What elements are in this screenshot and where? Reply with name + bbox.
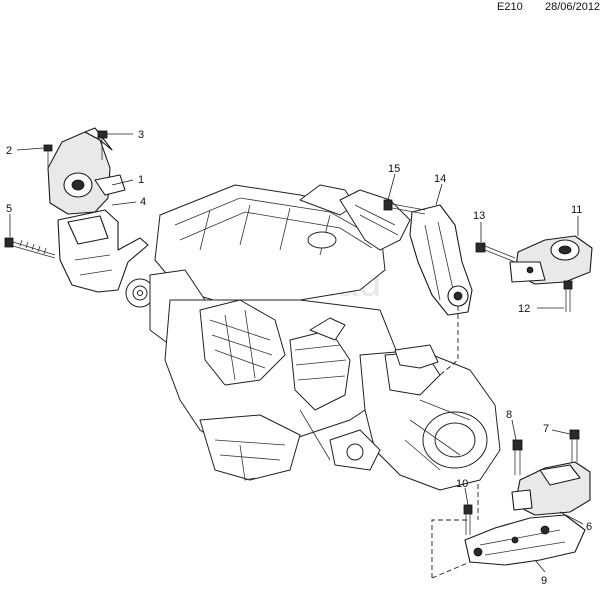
callout-label: 10 <box>456 478 468 490</box>
right-torque-rod-mount <box>383 199 593 316</box>
callout-label: 7 <box>543 423 549 435</box>
engine-assembly <box>125 184 501 491</box>
bolt-8 <box>512 439 523 475</box>
callout-5: 5 <box>6 203 12 237</box>
callout-14: 14 <box>434 173 446 206</box>
callout-10: 10 <box>456 478 469 506</box>
bolt-13 <box>475 242 516 263</box>
callout-13: 13 <box>473 210 485 242</box>
callout-8: 8 <box>506 409 517 441</box>
diagram-code: E210 <box>497 1 523 13</box>
callout-7: 7 <box>543 423 571 435</box>
callout-12: 12 <box>518 303 564 315</box>
assembly-guide-lines <box>431 306 479 579</box>
rear-transmission-mount <box>463 429 591 566</box>
callout-11: 11 <box>571 204 582 236</box>
left-engine-mount <box>4 127 149 293</box>
callout-6: 6 <box>559 511 592 533</box>
bolt-10 <box>463 504 473 535</box>
callout-label: 8 <box>506 409 512 421</box>
callout-label: 15 <box>388 163 400 175</box>
diagram-date: 28/06/2012 <box>545 1 600 13</box>
callout-label: 3 <box>138 129 144 141</box>
callout-label: 4 <box>140 196 146 208</box>
callout-label: 9 <box>541 575 547 587</box>
callout-label: 2 <box>6 145 12 157</box>
callout-4: 4 <box>111 196 146 208</box>
callout-1: 1 <box>111 174 144 186</box>
bolt-3 <box>97 130 108 160</box>
bolt-12 <box>563 280 573 312</box>
callout-3: 3 <box>107 129 144 141</box>
callout-label: 1 <box>138 174 144 186</box>
callout-label: 11 <box>571 204 582 216</box>
bolt-5 <box>4 237 56 259</box>
callout-15: 15 <box>387 163 400 201</box>
callout-label: 13 <box>473 210 485 222</box>
callout-9: 9 <box>534 559 547 587</box>
bolt-7 <box>569 429 580 462</box>
callout-2: 2 <box>6 145 45 157</box>
callout-label: 6 <box>586 521 592 533</box>
callout-label: 12 <box>518 303 530 315</box>
callout-label: 5 <box>6 203 12 215</box>
callout-label: 14 <box>434 173 446 185</box>
